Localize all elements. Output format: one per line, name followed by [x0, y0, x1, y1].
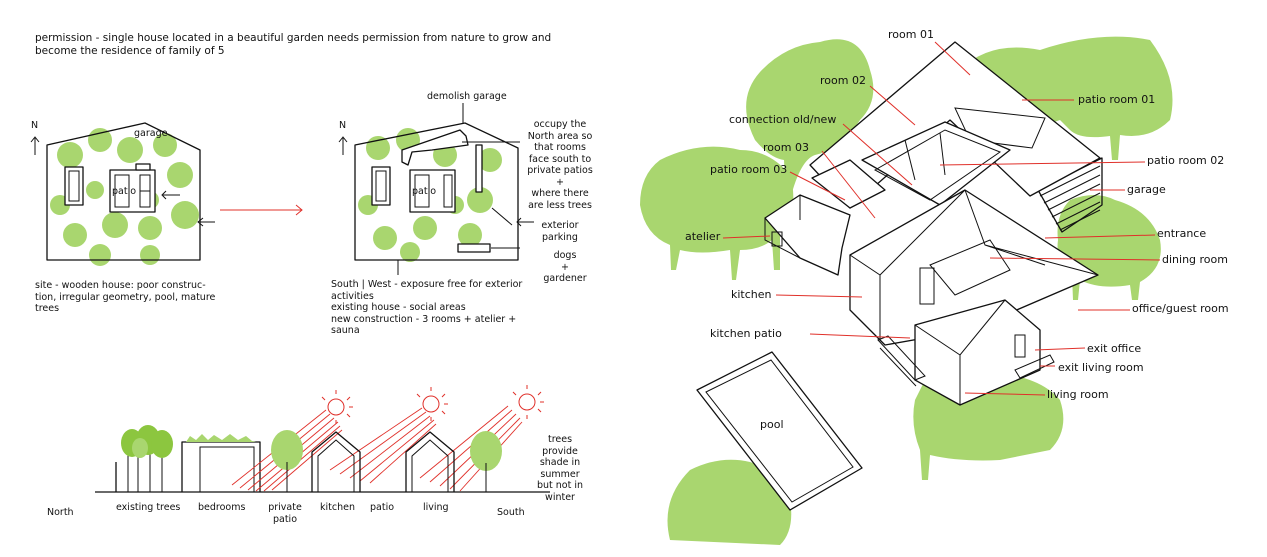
- isometric-drawing: [640, 36, 1173, 545]
- label-exit-living: exit living room: [1058, 361, 1144, 374]
- intro-text: permission - single house located in a b…: [35, 32, 552, 57]
- proposal-north-marker: N: [339, 120, 347, 131]
- label-pool: pool: [760, 418, 784, 431]
- section-private-patio-label: private patio: [268, 502, 302, 525]
- label-room02: room 02: [820, 74, 866, 87]
- sun-icon-1: [327, 398, 345, 416]
- demolish-garage-label: demolish garage: [427, 91, 507, 102]
- label-garage: garage: [1127, 183, 1166, 196]
- occupy-north-note: occupy the North area so that rooms face…: [527, 119, 593, 211]
- proposal-caption: South | West - exposure free for exterio…: [331, 279, 523, 336]
- iso-leaders: [722, 41, 1161, 396]
- label-atelier: atelier: [685, 230, 721, 243]
- section-south-label: South: [497, 507, 525, 518]
- label-kitchen-patio: kitchen patio: [710, 327, 782, 340]
- site-pool: [64, 166, 84, 206]
- label-connection: connection old/new: [729, 113, 837, 126]
- section-drawing: [95, 385, 550, 493]
- label-room03: room 03: [763, 141, 809, 154]
- section-living-label: living: [423, 502, 449, 513]
- section-existing-trees-label: existing trees: [116, 502, 181, 513]
- site-caption: site - wooden house: poor construc- tion…: [35, 280, 216, 314]
- label-kitchen: kitchen: [731, 288, 772, 301]
- site-plan: [30, 122, 215, 266]
- exterior-parking-label: exterior parking: [541, 220, 579, 243]
- plan-arrow: [220, 204, 303, 216]
- iso-pool: [696, 351, 863, 511]
- sun-icon-3: [518, 393, 536, 411]
- section-north-label: North: [47, 507, 74, 518]
- label-living-room: living room: [1047, 388, 1109, 401]
- label-office-guest: office/guest room: [1132, 302, 1229, 315]
- dogs-gardener-label: dogs + gardener: [543, 250, 587, 284]
- section-bedrooms-label: bedrooms: [198, 502, 246, 513]
- label-room01: room 01: [888, 28, 934, 41]
- section-kitchen-label: kitchen: [320, 502, 355, 513]
- label-patio-room02: patio room 02: [1147, 154, 1225, 167]
- proposal-plan: [338, 103, 534, 275]
- site-patio-label: patio: [112, 186, 137, 197]
- iso-vegetation: [640, 36, 1173, 545]
- sun-icon-2: [422, 395, 440, 413]
- label-patio-room03: patio room 03: [710, 163, 788, 176]
- label-dining-room: dining room: [1162, 253, 1228, 266]
- label-exit-office: exit office: [1087, 342, 1142, 355]
- site-boundary: [46, 122, 201, 261]
- site-garage-label: garage: [134, 128, 168, 139]
- proposal-patio-label: patio: [412, 186, 437, 197]
- label-patio-room01: patio room 01: [1078, 93, 1156, 106]
- label-entrance: entrance: [1157, 227, 1207, 240]
- section-patio-label: patio: [370, 502, 395, 513]
- site-north-marker: N: [31, 120, 39, 131]
- trees-shade-note: trees provide shade in summer but not in…: [536, 434, 584, 503]
